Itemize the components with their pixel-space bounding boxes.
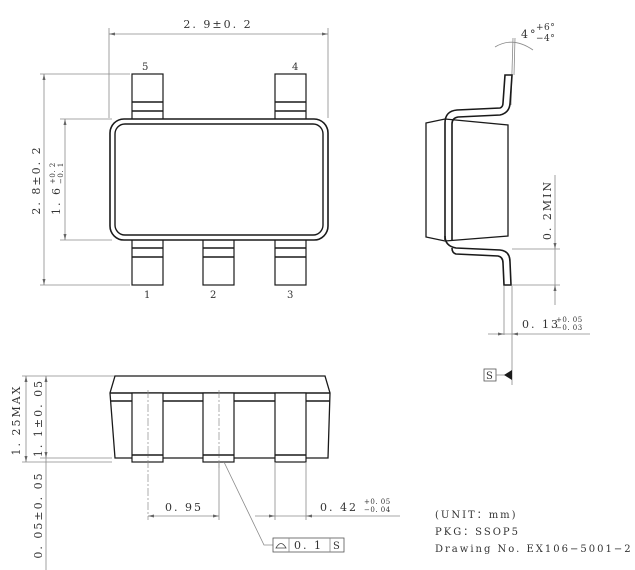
profile-of-surface-icon [275,543,287,549]
pin-label-2: 2 [210,290,216,301]
title-block: (UNIT：mm) PKG：SSOP5 Drawing No. EX106−50… [435,510,633,555]
pin-label-4: 4 [292,62,298,73]
body-dimension-tol-plus: +0. 2 [49,162,57,184]
unit-label: (UNIT：mm) [435,510,518,521]
top-view: 2. 9±0. 2 2. 8±0. 2 1. 6 +0. 2 −0. 1 [30,18,329,301]
width-dimension-label: 2. 9±0. 2 [183,18,252,31]
datum-s-label: S [486,371,493,382]
lead-angle-plus: +6° [536,23,555,33]
coplanarity-value: 0. 1 [294,539,323,552]
side-view: 4° +6° −4° 0. 2MIN 0. 13 +0. 05 −0. 03 S [425,23,590,385]
coplanarity-datum: S [333,541,340,552]
standoff-label: 0. 05±0. 05 [32,471,45,558]
body-height-label: 1. 1±0. 05 [32,379,45,457]
pin-label-5: 5 [142,62,148,73]
front-view: 1. 25MAX 1. 1±0. 05 0. 05±0. 05 0. 95 [10,375,400,570]
body-dimension-label: 1. 6 [50,186,63,215]
body-dimension-tol-minus: −0. 1 [57,162,65,184]
standoff-min-label: 0. 2MIN [541,180,554,240]
lead-angle-label: 4° [521,28,538,41]
lead-thickness-label: 0. 13 [522,318,560,331]
lead-thickness-plus: +0. 05 [556,316,583,324]
pin-label-3: 3 [287,290,293,301]
pin-label-1: 1 [144,290,150,301]
package-label: PKG：SSOP5 [435,527,520,538]
lead-width-label: 0. 42 [320,501,358,514]
drawing-number-label: Drawing No. EX106−5001−2 [435,544,633,555]
lead-angle-minus: −4° [536,34,555,44]
lead-width-plus: +0. 05 [364,498,391,506]
lead-width-minus: −0. 04 [364,506,391,514]
pitch-label: 0. 95 [165,501,203,514]
height-dimension-label: 2. 8±0. 2 [30,145,43,214]
max-height-label: 1. 25MAX [10,384,23,455]
lead-thickness-minus: −0. 03 [556,324,583,332]
